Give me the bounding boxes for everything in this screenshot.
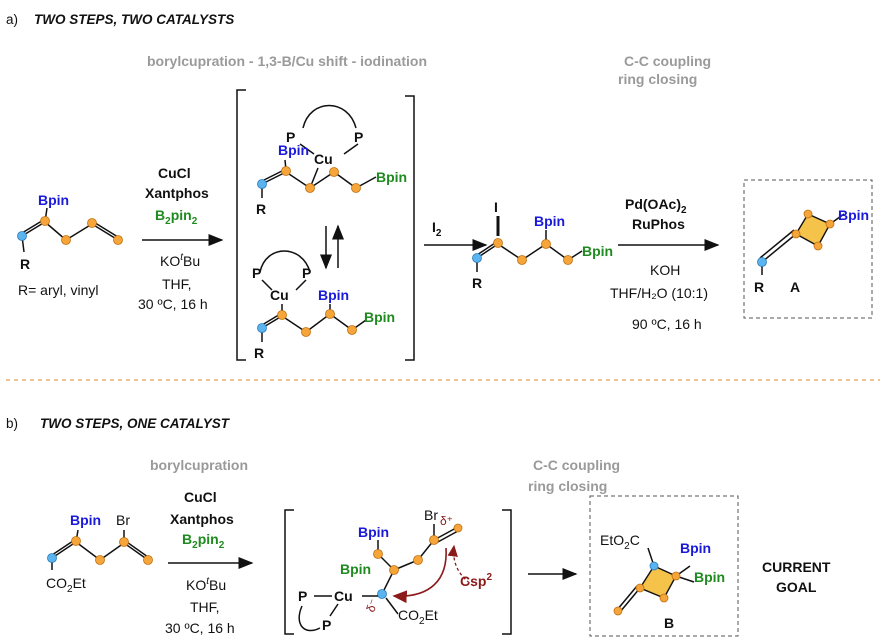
panel-b-label: b): [6, 416, 18, 431]
svg-text:Cu: Cu: [270, 287, 289, 303]
svg-text:Cu: Cu: [314, 151, 333, 167]
bracket-left-a: [236, 89, 246, 361]
svg-text:I: I: [494, 199, 498, 215]
reagent-ruphos: RuPhos: [632, 216, 685, 232]
panel-b-step1-title: borylcupration: [150, 457, 248, 473]
svg-text:Bpin: Bpin: [278, 142, 309, 158]
prod-b-ester: EtO2C: [600, 532, 640, 552]
svg-text:Bpin: Bpin: [376, 169, 407, 185]
cond-solvent: THF,: [162, 276, 192, 292]
svg-text:Bpin: Bpin: [318, 287, 349, 303]
svg-text:Bpin: Bpin: [694, 569, 725, 585]
cond2-base: KOH: [650, 262, 680, 278]
panel-b-step2-title-1: C-C coupling: [533, 457, 620, 473]
svg-text:R: R: [472, 275, 482, 291]
svg-text:Bpin: Bpin: [838, 207, 869, 223]
cu-intermediate-b: Br δ⁺ Bpin Bpin Cu P P δ⁻ CO2Et Csp2: [298, 507, 492, 633]
reagent-b-xantphos: Xantphos: [170, 511, 234, 527]
reagent-cucl: CuCl: [158, 165, 191, 181]
svg-text:Bpin: Bpin: [534, 213, 565, 229]
product-a-cyclobutane: Bpin R A: [754, 207, 869, 295]
start-bpin-label: Bpin: [38, 192, 69, 208]
svg-text:P: P: [252, 265, 261, 281]
reagent-pd: Pd(OAc)2: [625, 196, 687, 216]
starting-allene-a: Bpin R: [17, 192, 123, 272]
panel-b-step2-title-2: ring closing: [528, 478, 607, 494]
reagent-b-cucl: CuCl: [184, 489, 217, 505]
panel-a-step2-title-2: ring closing: [618, 71, 697, 87]
cond-b-solvent: THF,: [190, 599, 220, 615]
svg-text:Bpin: Bpin: [680, 540, 711, 556]
reagent-iodine: I2: [432, 219, 442, 239]
svg-text:Bpin: Bpin: [70, 512, 101, 528]
svg-text:P: P: [302, 265, 311, 281]
svg-text:Bpin: Bpin: [364, 309, 395, 325]
goal-line-2: GOAL: [776, 579, 817, 595]
svg-text:δ⁺: δ⁺: [440, 514, 453, 528]
svg-text:δ⁻: δ⁻: [363, 597, 381, 614]
csp2-label: Csp2: [460, 572, 492, 589]
svg-text:Br: Br: [116, 512, 130, 528]
svg-text:A: A: [790, 279, 800, 295]
starting-allene-b: Bpin Br CO2Et: [46, 512, 153, 595]
svg-text:R: R: [754, 279, 764, 295]
start-r-label: R: [20, 256, 30, 272]
bracket-right-b: [502, 509, 512, 635]
start-b-ester: CO2Et: [46, 575, 86, 595]
cond2-temp-time: 90 ºC, 16 h: [632, 316, 702, 332]
reagent-b2pin2: B2pin2: [155, 207, 198, 227]
panel-a-label: a): [6, 12, 18, 27]
bracket-right-a: [405, 95, 415, 361]
panel-b-title: TWO STEPS, ONE CATALYST: [40, 416, 231, 431]
product-b-box: [589, 495, 739, 637]
svg-text:P: P: [286, 129, 295, 145]
svg-text:Bpin: Bpin: [358, 524, 389, 540]
cu-intermediate-1: P P Cu Bpin Bpin R: [256, 104, 407, 217]
product-b-cyclobutane: EtO2C Bpin Bpin B: [600, 532, 725, 631]
cond-temp-time: 30 ºC, 16 h: [138, 296, 208, 312]
int-b-ester: CO2Et: [398, 607, 438, 627]
product-a-box: [743, 179, 873, 319]
bracket-left-b: [284, 509, 294, 635]
reagent-base: KOtBu: [160, 252, 200, 269]
svg-text:Bpin: Bpin: [340, 561, 371, 577]
cond-b-temp-time: 30 ºC, 16 h: [165, 620, 235, 636]
panel-a-step1-title: borylcupration - 1,3-B/Cu shift - iodina…: [147, 53, 427, 69]
iodo-intermediate: I Bpin Bpin R: [472, 199, 613, 291]
svg-text:R: R: [254, 345, 264, 361]
reagent-b-base: KOtBu: [186, 576, 226, 593]
reagent-xantphos: Xantphos: [145, 185, 209, 201]
svg-text:P: P: [298, 588, 307, 604]
svg-text:P: P: [354, 129, 363, 145]
cond2-solvent: THF/H₂O (10:1): [610, 285, 708, 301]
svg-text:R: R: [256, 201, 266, 217]
svg-text:Br: Br: [424, 507, 438, 523]
reagent-b-b2pin2: B2pin2: [182, 531, 225, 551]
svg-text:Bpin: Bpin: [582, 243, 613, 259]
r-definition: R= aryl, vinyl: [18, 282, 99, 298]
panel-a-title: TWO STEPS, TWO CATALYSTS: [34, 12, 234, 27]
svg-text:B: B: [664, 615, 674, 631]
cu-intermediate-2: P P Cu Bpin Bpin R: [252, 250, 395, 361]
svg-text:P: P: [322, 617, 331, 633]
svg-text:Cu: Cu: [334, 588, 353, 604]
panel-a-step2-title-1: C-C coupling: [624, 53, 711, 69]
goal-line-1: CURRENT: [762, 559, 831, 575]
